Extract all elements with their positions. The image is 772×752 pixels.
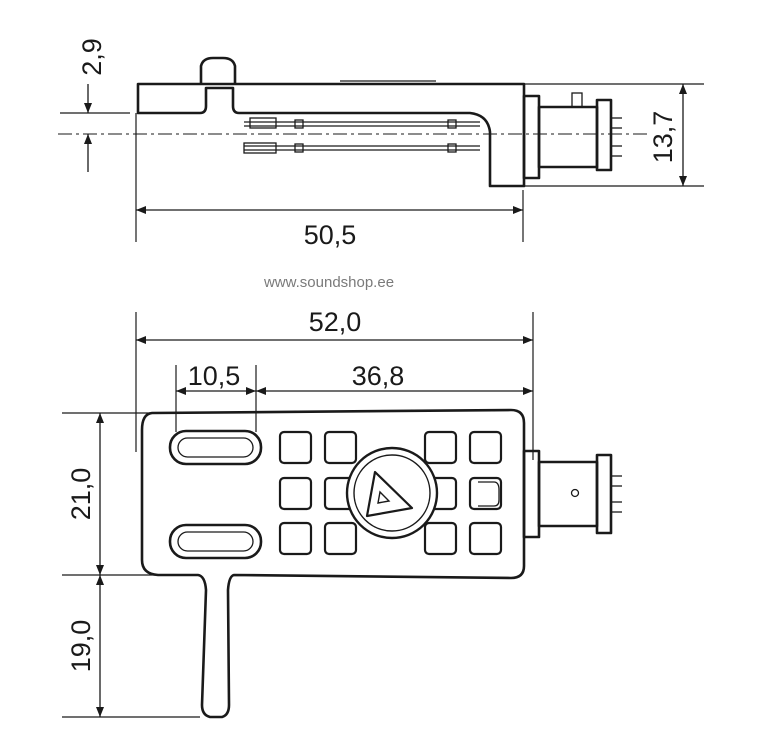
lead-wires xyxy=(243,117,480,154)
dim-13-7-label: 13,7 xyxy=(648,111,678,164)
dim-52-0-label: 52,0 xyxy=(309,307,362,337)
side-view-body-outline xyxy=(136,82,526,188)
top-view: 52,0 10,5 36,8 21,0 19,0 xyxy=(62,307,622,719)
brand-logo-badge xyxy=(345,446,439,540)
side-view-connector xyxy=(522,92,622,180)
watermark-text: www.soundshop.ee xyxy=(263,274,394,291)
dim-2-9-label: 2,9 xyxy=(77,38,107,76)
dim-21-0-label: 21,0 xyxy=(66,468,96,521)
side-view-finger-grip xyxy=(199,56,237,84)
dim-10-5-label: 10,5 xyxy=(188,361,241,391)
dim-19-0-label: 19,0 xyxy=(66,620,96,673)
mounting-slot-upper xyxy=(168,429,263,466)
top-view-connector xyxy=(522,449,622,539)
dim-36-8-label: 36,8 xyxy=(352,361,405,391)
top-view-body-outline xyxy=(140,408,526,719)
dim-50-5-label: 50,5 xyxy=(304,220,357,250)
mounting-slot-lower xyxy=(168,523,263,560)
side-view: 2,9 13,7 50,5 xyxy=(58,38,704,250)
